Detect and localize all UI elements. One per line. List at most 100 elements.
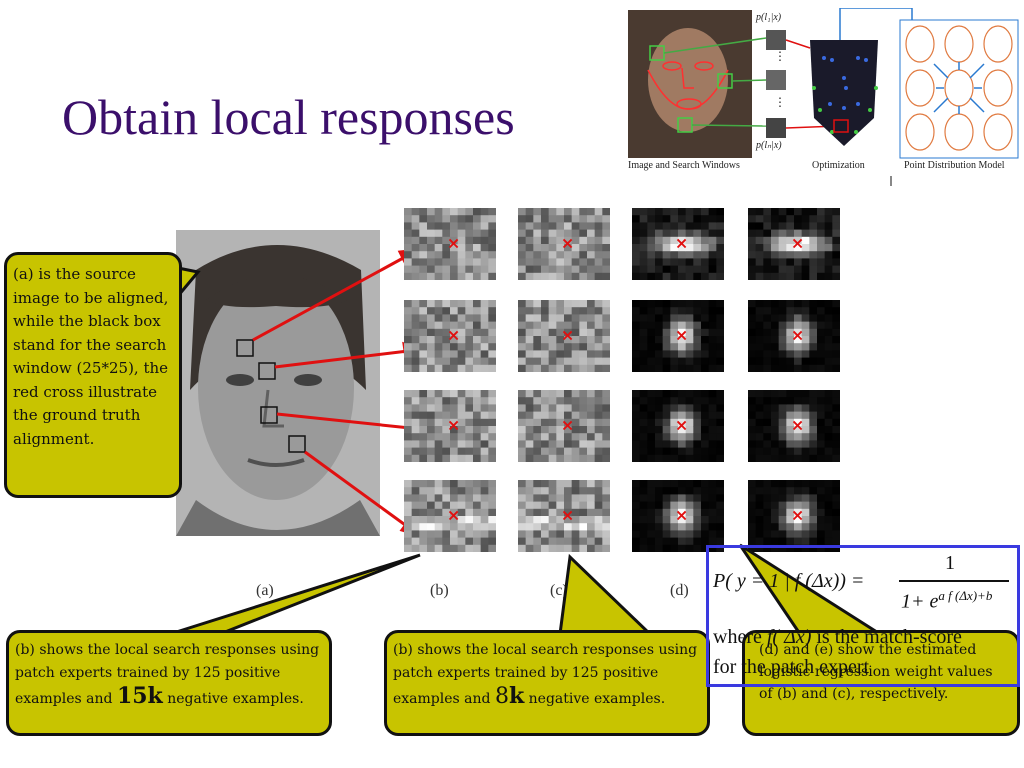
patch-pixel [678, 300, 687, 308]
patch-pixel [480, 516, 489, 524]
patch-pixel [685, 390, 694, 398]
patch-pixel [548, 328, 557, 337]
label-p-l1: p(l₁|x) [756, 12, 782, 23]
patch-pixel [525, 222, 534, 231]
patch-pixel [701, 215, 710, 223]
patch-pixel [571, 251, 580, 259]
patch-pixel [419, 244, 428, 252]
patch-pixel [832, 426, 840, 434]
patch-pixel [763, 418, 772, 427]
patch-pixel [594, 440, 603, 449]
patch-pixel [411, 440, 420, 449]
patch-pixel [647, 321, 656, 330]
patch-pixel [427, 480, 436, 488]
patch-pixel [817, 343, 826, 351]
patch-pixel [701, 350, 710, 359]
patch-pixel [419, 307, 428, 315]
patch-pixel [801, 314, 810, 323]
patch-pixel [533, 487, 542, 495]
patch-pixel [602, 229, 610, 238]
patch-pixel [778, 307, 787, 315]
patch-pixel [602, 494, 610, 503]
patch-pixel [450, 321, 459, 330]
patch-pixel [419, 501, 428, 510]
patch-pixel [434, 480, 443, 488]
patch-pixel [832, 321, 840, 330]
patch-pixel [678, 447, 687, 456]
patch-pixel [579, 272, 588, 280]
patch-pixel [488, 516, 496, 524]
patch-pixel [763, 411, 772, 420]
patch-pixel [488, 530, 496, 539]
patch-pixel [670, 208, 679, 216]
patch-pixel [465, 357, 474, 366]
patch-pixel [571, 494, 580, 503]
patch-pixel [701, 397, 710, 405]
patch-pixel [701, 390, 710, 398]
patch-pixel [473, 321, 482, 330]
patch-pixel [548, 494, 557, 503]
patch-pixel [809, 447, 818, 456]
patch-pixel [434, 364, 443, 372]
patch-pixel [670, 343, 679, 351]
patch-pixel [518, 440, 527, 449]
patch-pixel [748, 350, 757, 359]
patch-pixel [670, 357, 679, 366]
patch-pixel [465, 244, 474, 252]
patch-pixel [434, 516, 443, 524]
patch-pixel [716, 272, 724, 280]
patch-pixel [442, 537, 451, 546]
patch-pixel [488, 336, 496, 344]
patch-pixel [465, 397, 474, 405]
patch-pixel [693, 314, 702, 323]
patch-pixel [602, 418, 610, 427]
patch-pixel [693, 480, 702, 488]
patch-pixel [708, 426, 717, 434]
patch-pixel [771, 418, 780, 427]
patch-pixel [755, 272, 764, 280]
patch-pixel [594, 222, 603, 231]
patch-pixel [404, 530, 413, 539]
patch-pixel [655, 523, 664, 531]
patch-pixel [571, 390, 580, 398]
patch-pixel [801, 530, 810, 539]
patch-pixel [647, 222, 656, 231]
patch-pixel [473, 244, 482, 252]
patch-pixel [525, 321, 534, 330]
patch-pixel [579, 350, 588, 359]
patch-pixel [662, 508, 671, 517]
patch-pixel [411, 236, 420, 245]
patch-pixel [778, 328, 787, 337]
patch-pixel [801, 357, 810, 366]
patch-pixel [748, 487, 757, 495]
patch-pixel [473, 508, 482, 517]
patch-pixel [701, 411, 710, 420]
patch-pixel [427, 300, 436, 308]
patch-pixel [442, 508, 451, 517]
patch-pixel [434, 343, 443, 351]
patch-pixel [693, 222, 702, 231]
ground-truth-cross-icon: × [791, 234, 804, 253]
patch-pixel [594, 350, 603, 359]
patch-pixel [771, 215, 780, 223]
patch-pixel [457, 516, 466, 524]
patch-pixel [488, 418, 496, 427]
patch-pixel [716, 300, 724, 308]
patch-pixel [678, 350, 687, 359]
patch-pixel [525, 236, 534, 245]
patch-pixel [518, 222, 527, 231]
patch-pixel [755, 418, 764, 427]
patch-pixel [427, 251, 436, 259]
patch-pixel [824, 364, 833, 372]
patch-pixel [701, 447, 710, 456]
patch-pixel [794, 390, 803, 398]
patch-pixel [548, 426, 557, 434]
ground-truth-cross-icon: × [791, 326, 804, 345]
patch-pixel [541, 314, 550, 323]
patch-pixel [685, 300, 694, 308]
patch-pixel [763, 265, 772, 274]
patch-pixel [632, 516, 641, 524]
patch-pixel [419, 314, 428, 323]
patch-pixel [662, 244, 671, 252]
patch-pixel [488, 404, 496, 413]
